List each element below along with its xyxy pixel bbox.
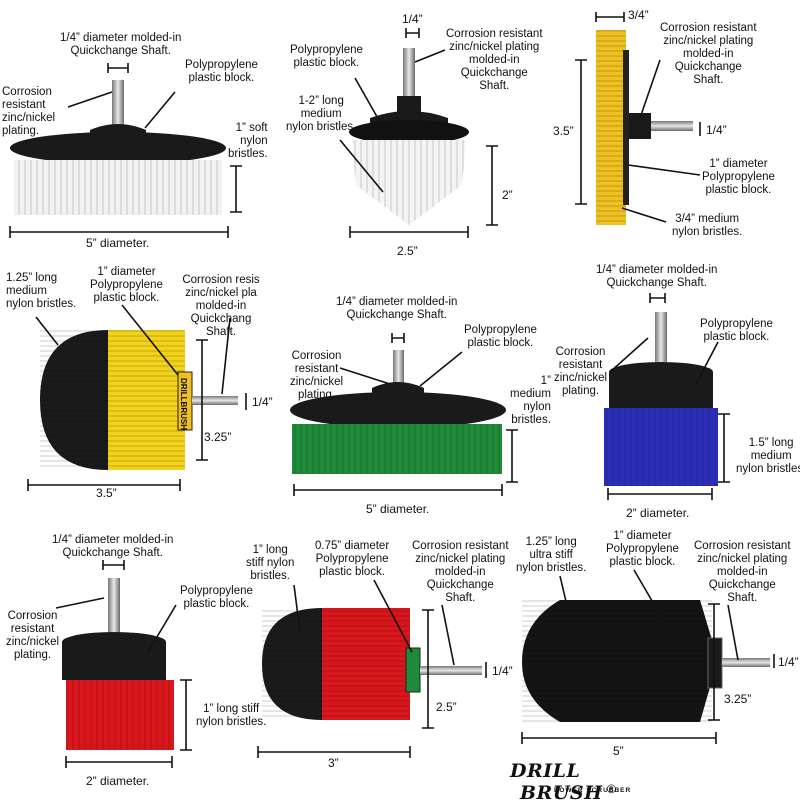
brush-5-green-flat — [290, 350, 506, 474]
b8-shaft-label: 1/4” — [492, 664, 513, 678]
b4-band-text: DRILLBRUSH — [179, 378, 188, 430]
dimension-lines — [9, 12, 775, 768]
b2-height-label: 2” — [502, 188, 513, 202]
logo-word-brush: BRUSH — [520, 782, 603, 804]
b4-diameter-label: 3.5” — [96, 486, 117, 500]
b2-diameter-label: 2.5” — [397, 244, 418, 258]
b3-width-label: 3/4” — [628, 8, 649, 22]
b3-shaft-label: 1/4” — [706, 123, 727, 137]
brush-4-yellow-black-round — [40, 330, 238, 470]
b4-shaft-label: 1/4” — [252, 395, 273, 409]
b8-diameter-label: 3” — [328, 756, 339, 770]
b5-diameter-label: 5” diameter. — [366, 502, 430, 516]
brush-1-white-flat — [10, 80, 226, 215]
b8-height-label: 2.5” — [436, 700, 457, 714]
b4-height-label: 3.25” — [204, 430, 232, 444]
logo-subtitle: POWER SCRUBBER — [554, 787, 632, 794]
brush-2-white-cone — [349, 48, 469, 225]
b9-height-label: 3.25” — [724, 692, 752, 706]
brush-3-yellow-wheel — [596, 30, 693, 225]
b6-diameter-label: 2” diameter. — [626, 506, 690, 520]
drillbrush-logo: DRILL BRUSH ® POWER SCRUBBER — [510, 760, 660, 804]
brush-9-black-long — [522, 600, 770, 722]
brush-7-red-flat — [62, 578, 174, 750]
b9-shaft-label: 1/4” — [778, 655, 799, 669]
b2-shaft-label: 1/4” — [402, 12, 423, 26]
brush-6-blue-flat — [604, 312, 718, 486]
b3-height-label: 3.5” — [553, 124, 574, 138]
b1-diameter-label: 5” diameter. — [86, 236, 150, 250]
logo-registered-mark: ® — [607, 782, 616, 796]
b9-diameter-label: 5” — [613, 744, 624, 758]
logo-word-drill: DRILL — [510, 760, 581, 782]
b7-diameter-label: 2” diameter. — [86, 774, 150, 788]
brush-8-red-black-round — [262, 608, 482, 720]
